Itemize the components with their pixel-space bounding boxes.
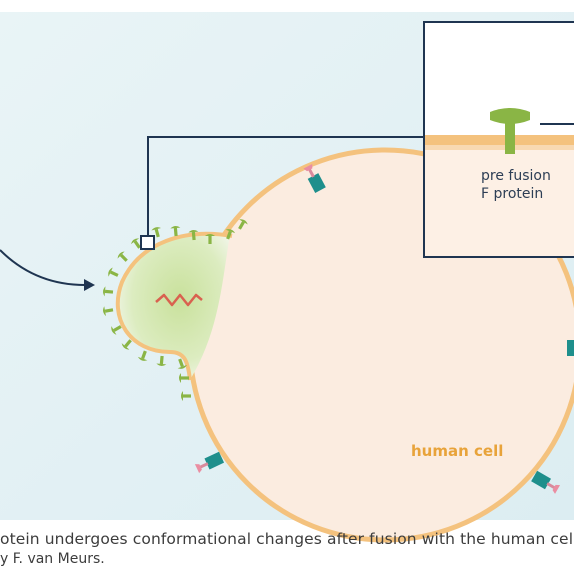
human-cell-label: human cell	[411, 442, 503, 460]
caption-line-1: otein undergoes conformational changes a…	[0, 530, 574, 548]
viral-rna	[155, 293, 203, 307]
zoom-marker	[140, 235, 155, 250]
caption-line-2: y F. van Meurs.	[0, 551, 105, 567]
connector-line	[147, 136, 425, 236]
entry-arrow	[0, 249, 86, 286]
receptor-icon	[567, 340, 574, 356]
inset-box: pre fusion F protein	[423, 21, 574, 258]
arrowhead-icon	[84, 279, 95, 291]
inset-label-line2: F protein	[481, 186, 543, 202]
inset-label-line1: pre fusion	[481, 168, 551, 184]
virus-particle	[117, 233, 230, 380]
pre-fusion-f-protein-icon	[490, 108, 530, 154]
virus-membrane	[115, 231, 233, 381]
